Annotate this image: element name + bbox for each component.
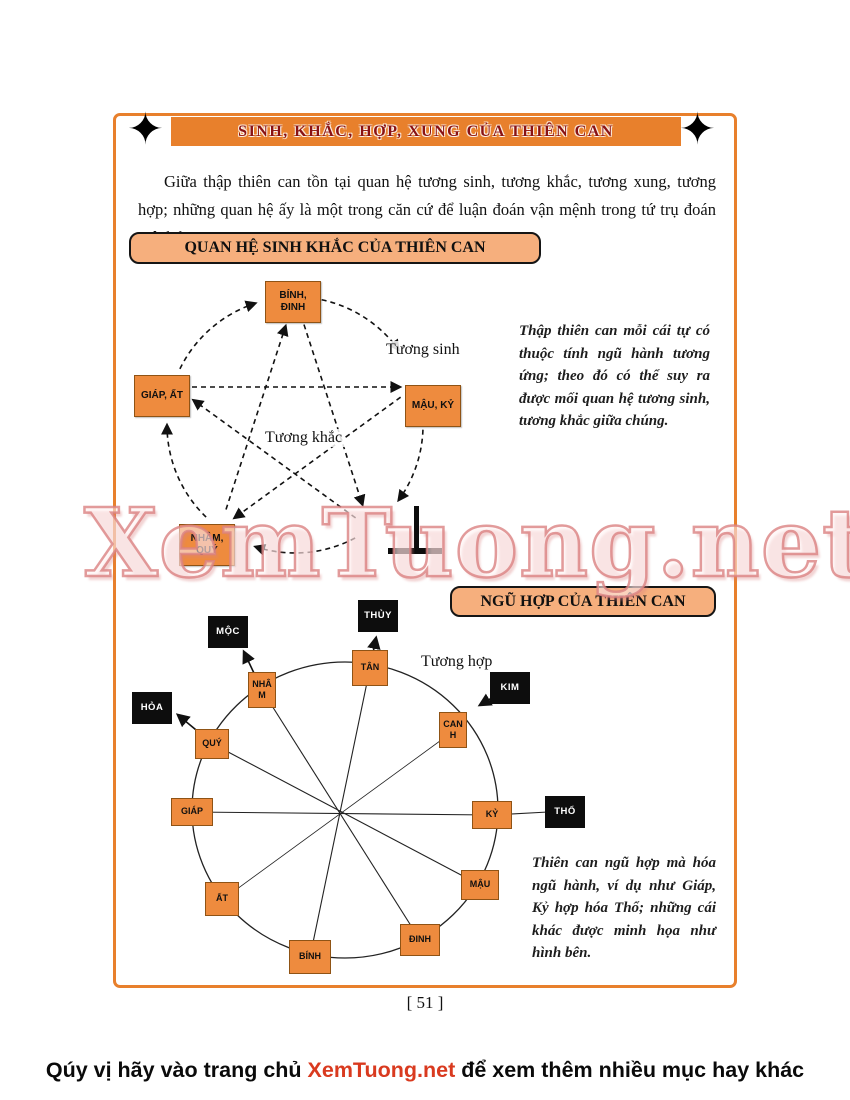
element-moc: MỘC [208, 616, 248, 648]
khac-line [300, 315, 366, 507]
khac-line [191, 398, 357, 519]
sinh-khac-diagram [161, 297, 424, 556]
obscured-node-remnant [388, 548, 442, 554]
section2-title: NGŨ HỢP CỦA THIÊN CAN [450, 586, 716, 617]
element-thuy: THỦY [358, 600, 398, 632]
pair-line-at-canh [221, 729, 456, 901]
pair-line-mau-quy [212, 743, 481, 886]
element-hoa: HỎA [132, 692, 172, 724]
sinh-arc [161, 422, 207, 518]
stem-mau: MẬU [461, 870, 499, 900]
sinh-arc [253, 537, 356, 556]
stem-ky: KỶ [472, 801, 512, 829]
stem-at: ẤT [205, 882, 239, 916]
stem-dinh: ĐINH [400, 924, 440, 956]
side-note-sinh-khac: Thập thiên can mỗi cái tự có thuộc tính … [519, 323, 710, 429]
node-binh-dinh: BÍNH, ĐINH [265, 281, 321, 323]
pair-line-giap-ky [191, 811, 493, 816]
khac-line [225, 323, 289, 510]
page-number: [ 51 ] [406, 993, 444, 1012]
footer-suffix: để xem thêm nhiều mục hay khác [455, 1058, 805, 1082]
stem-tan: TÂN [352, 650, 388, 686]
obscured-node-remnant [414, 506, 419, 550]
header-bar: SINH, KHẮC, HỢP, XUNG CỦA THIÊN CAN [171, 117, 681, 146]
sinh-arc [179, 300, 258, 370]
khac-line [232, 396, 402, 520]
footer-text: Qúy vị hãy vào trang chủ XemTuong.net để… [0, 1058, 850, 1082]
stem-nham: NHÂM [248, 672, 276, 708]
node-nham-quy: NHÂM, QUÝ [179, 524, 235, 566]
footer-site-link[interactable]: XemTuong.net [307, 1058, 456, 1082]
tuong-sinh-label: Tương sinh [383, 341, 463, 359]
pair-line-dinh-nham [261, 689, 421, 941]
stem-quy: QUÝ [195, 729, 229, 759]
element-tho: THỔ [545, 796, 585, 828]
node-mau-ky: MẬU, KỶ [405, 385, 461, 427]
page-frame [113, 113, 737, 988]
section1-title: QUAN HỆ SINH KHẮC CỦA THIÊN CAN [129, 232, 541, 264]
stem-canh: CANH [439, 712, 467, 748]
stem-binh: BÍNH [289, 940, 331, 974]
footer-prefix: Qúy vị hãy vào trang chủ [45, 1058, 308, 1082]
page-title: SINH, KHẮC, HỢP, XUNG CỦA THIÊN CAN [238, 122, 614, 140]
four-point-star-left-icon: ✦ [127, 104, 164, 155]
element-kim: KIM [490, 672, 530, 704]
side-note-ngu-hop: Thiên can ngũ hợp mà hóa ngũ hành, ví dụ… [532, 855, 716, 961]
tuong-hop-label: Tương hợp [418, 653, 496, 671]
node-giap-at: GIÁP, ẤT [134, 375, 190, 417]
tuong-khac-label: Tương khắc [262, 429, 346, 447]
stem-giap: GIÁP [171, 798, 213, 826]
four-point-star-right-icon: ✦ [679, 104, 716, 155]
